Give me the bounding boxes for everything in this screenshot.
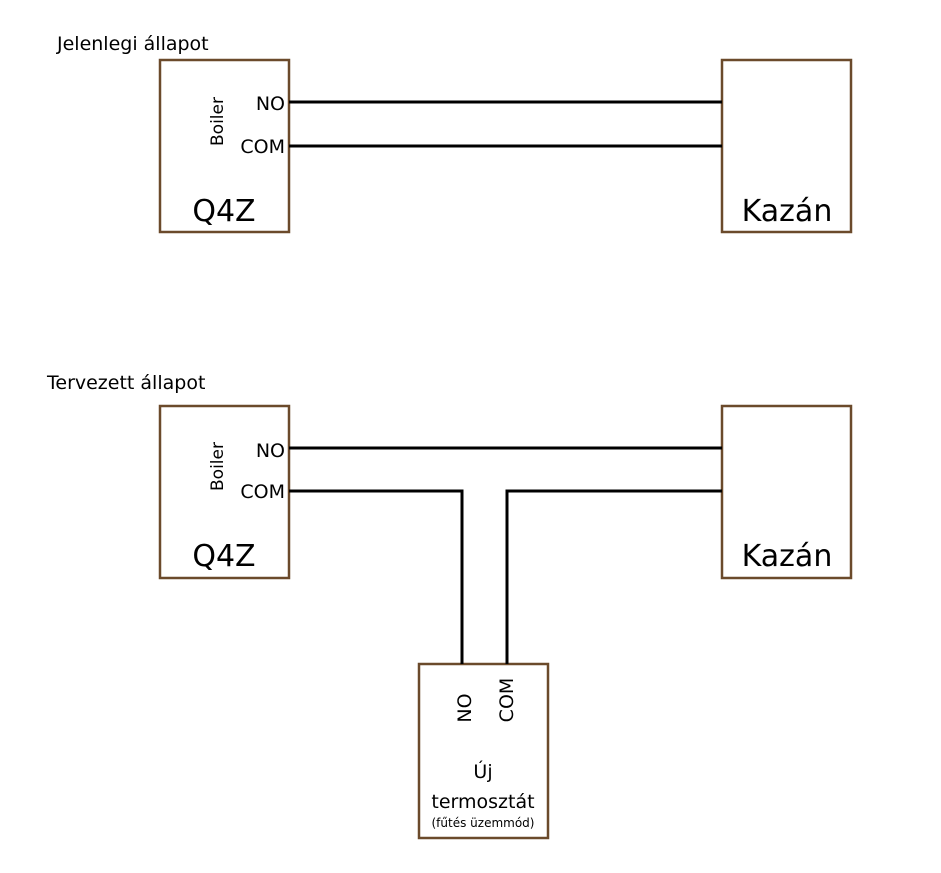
planned-boiler-name: Kazán <box>742 539 833 574</box>
current-state-section: Jelenlegi állapot Boiler NO COM Q4Z Kazá… <box>56 33 853 234</box>
thermostat-no-terminal: NO <box>454 693 476 722</box>
current-q4z-no-terminal: NO <box>256 93 285 115</box>
current-boiler-box <box>720 58 853 234</box>
thermostat-box <box>417 662 550 840</box>
current-q4z-com-terminal: COM <box>240 136 285 158</box>
planned-com-to-thermostat-no-wire <box>289 489 464 664</box>
thermostat-name-line1: Új <box>473 759 492 783</box>
planned-q4z-no-terminal: NO <box>256 440 285 462</box>
thermostat-com-terminal: COM <box>496 678 518 723</box>
current-q4z-name: Q4Z <box>192 194 255 229</box>
current-q4z-boiler-label: Boiler <box>208 97 228 146</box>
planned-q4z-name: Q4Z <box>192 539 255 574</box>
current-q4z-box <box>158 58 291 234</box>
planned-thermostat-com-to-boiler-wire <box>505 489 722 664</box>
current-state-title: Jelenlegi állapot <box>56 33 209 55</box>
planned-q4z-box <box>158 404 291 580</box>
planned-q4z-com-terminal: COM <box>240 481 285 503</box>
thermostat-mode-label: (fűtés üzemmód) <box>432 816 535 830</box>
thermostat-name-line2: termosztát <box>431 791 534 813</box>
planned-state-title: Tervezett állapot <box>46 372 205 394</box>
planned-state-section: Tervezett állapot Boiler NO COM Q4Z Kazá… <box>46 372 853 840</box>
planned-q4z-boiler-label: Boiler <box>208 442 228 491</box>
current-boiler-name: Kazán <box>742 194 833 229</box>
